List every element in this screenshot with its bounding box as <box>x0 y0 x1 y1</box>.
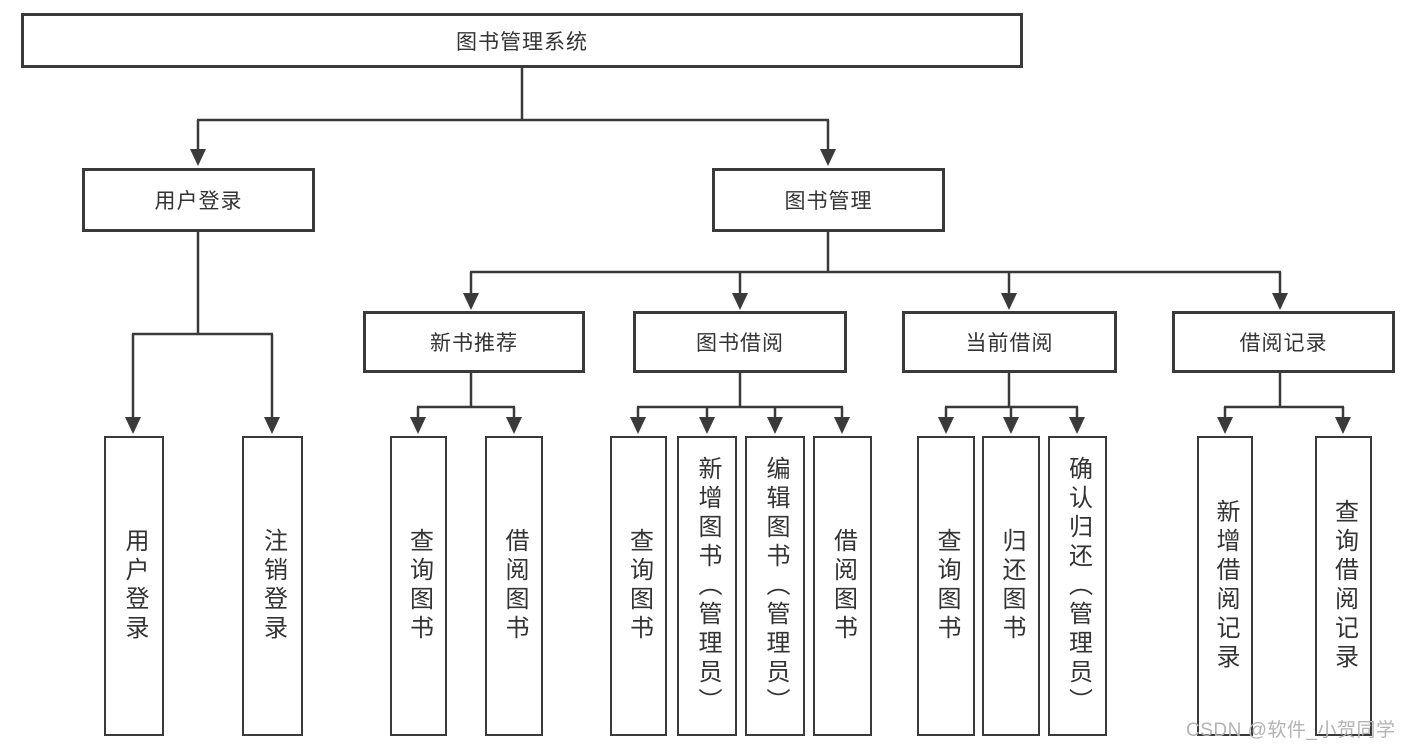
node-user-login: 用户登录 <box>82 168 315 232</box>
node-current-borrow: 当前借阅 <box>902 311 1117 373</box>
leaf-borrow-book: 借阅图书 <box>813 436 872 736</box>
node-label: 借阅记录 <box>1239 332 1328 355</box>
node-library-system: 图书管理系统 <box>21 13 1023 68</box>
leaf-query-books-borrow: 查询图书 <box>610 436 667 736</box>
leaf-label: 编辑图书（管理员） <box>762 455 789 717</box>
node-label: 图书借阅 <box>696 332 784 355</box>
node-book-borrow: 图书借阅 <box>633 311 847 373</box>
leaf-label: 新增借阅记录 <box>1212 499 1239 673</box>
node-label: 用户登录 <box>154 190 243 213</box>
node-label: 当前借阅 <box>965 332 1054 355</box>
leaf-query-books-recommend: 查询图书 <box>390 436 447 736</box>
leaf-user-login: 用户登录 <box>104 436 164 736</box>
node-label: 图书管理 <box>784 190 873 213</box>
leaf-label: 注销登录 <box>259 528 287 644</box>
leaf-borrow-books-recommend: 借阅图书 <box>485 436 543 736</box>
node-book-management: 图书管理 <box>712 168 945 232</box>
leaf-label: 查询图书 <box>625 528 653 644</box>
node-label: 图书管理系统 <box>456 30 588 54</box>
leaf-return-book: 归还图书 <box>982 436 1040 736</box>
leaf-label: 归还图书 <box>998 528 1025 644</box>
node-new-book-recommend: 新书推荐 <box>363 311 585 373</box>
leaf-label: 借阅图书 <box>501 528 528 644</box>
leaf-label: 用户登录 <box>121 528 148 644</box>
arrowhead-icons <box>125 149 1351 434</box>
leaf-confirm-return-admin: 确认归还（管理员） <box>1048 436 1107 736</box>
leaf-label: 新增图书（管理员） <box>694 455 721 717</box>
leaf-label: 查询图书 <box>933 528 960 644</box>
watermark: CSDN @软件_小贺同学 <box>1186 720 1396 741</box>
leaf-edit-book-admin: 编辑图书（管理员） <box>745 436 805 736</box>
leaf-logout: 注销登录 <box>242 436 303 736</box>
leaf-add-borrow-record: 新增借阅记录 <box>1197 436 1253 736</box>
leaf-query-borrow-record: 查询借阅记录 <box>1315 436 1372 736</box>
leaf-query-books-current: 查询图书 <box>917 436 975 736</box>
node-label: 新书推荐 <box>430 332 518 355</box>
leaf-label: 借阅图书 <box>829 528 857 644</box>
leaf-label: 查询借阅记录 <box>1330 499 1358 673</box>
leaf-label: 查询图书 <box>405 528 433 644</box>
node-borrow-records: 借阅记录 <box>1172 311 1395 373</box>
leaf-add-book-admin: 新增图书（管理员） <box>677 436 737 736</box>
leaf-label: 确认归还（管理员） <box>1064 455 1092 717</box>
